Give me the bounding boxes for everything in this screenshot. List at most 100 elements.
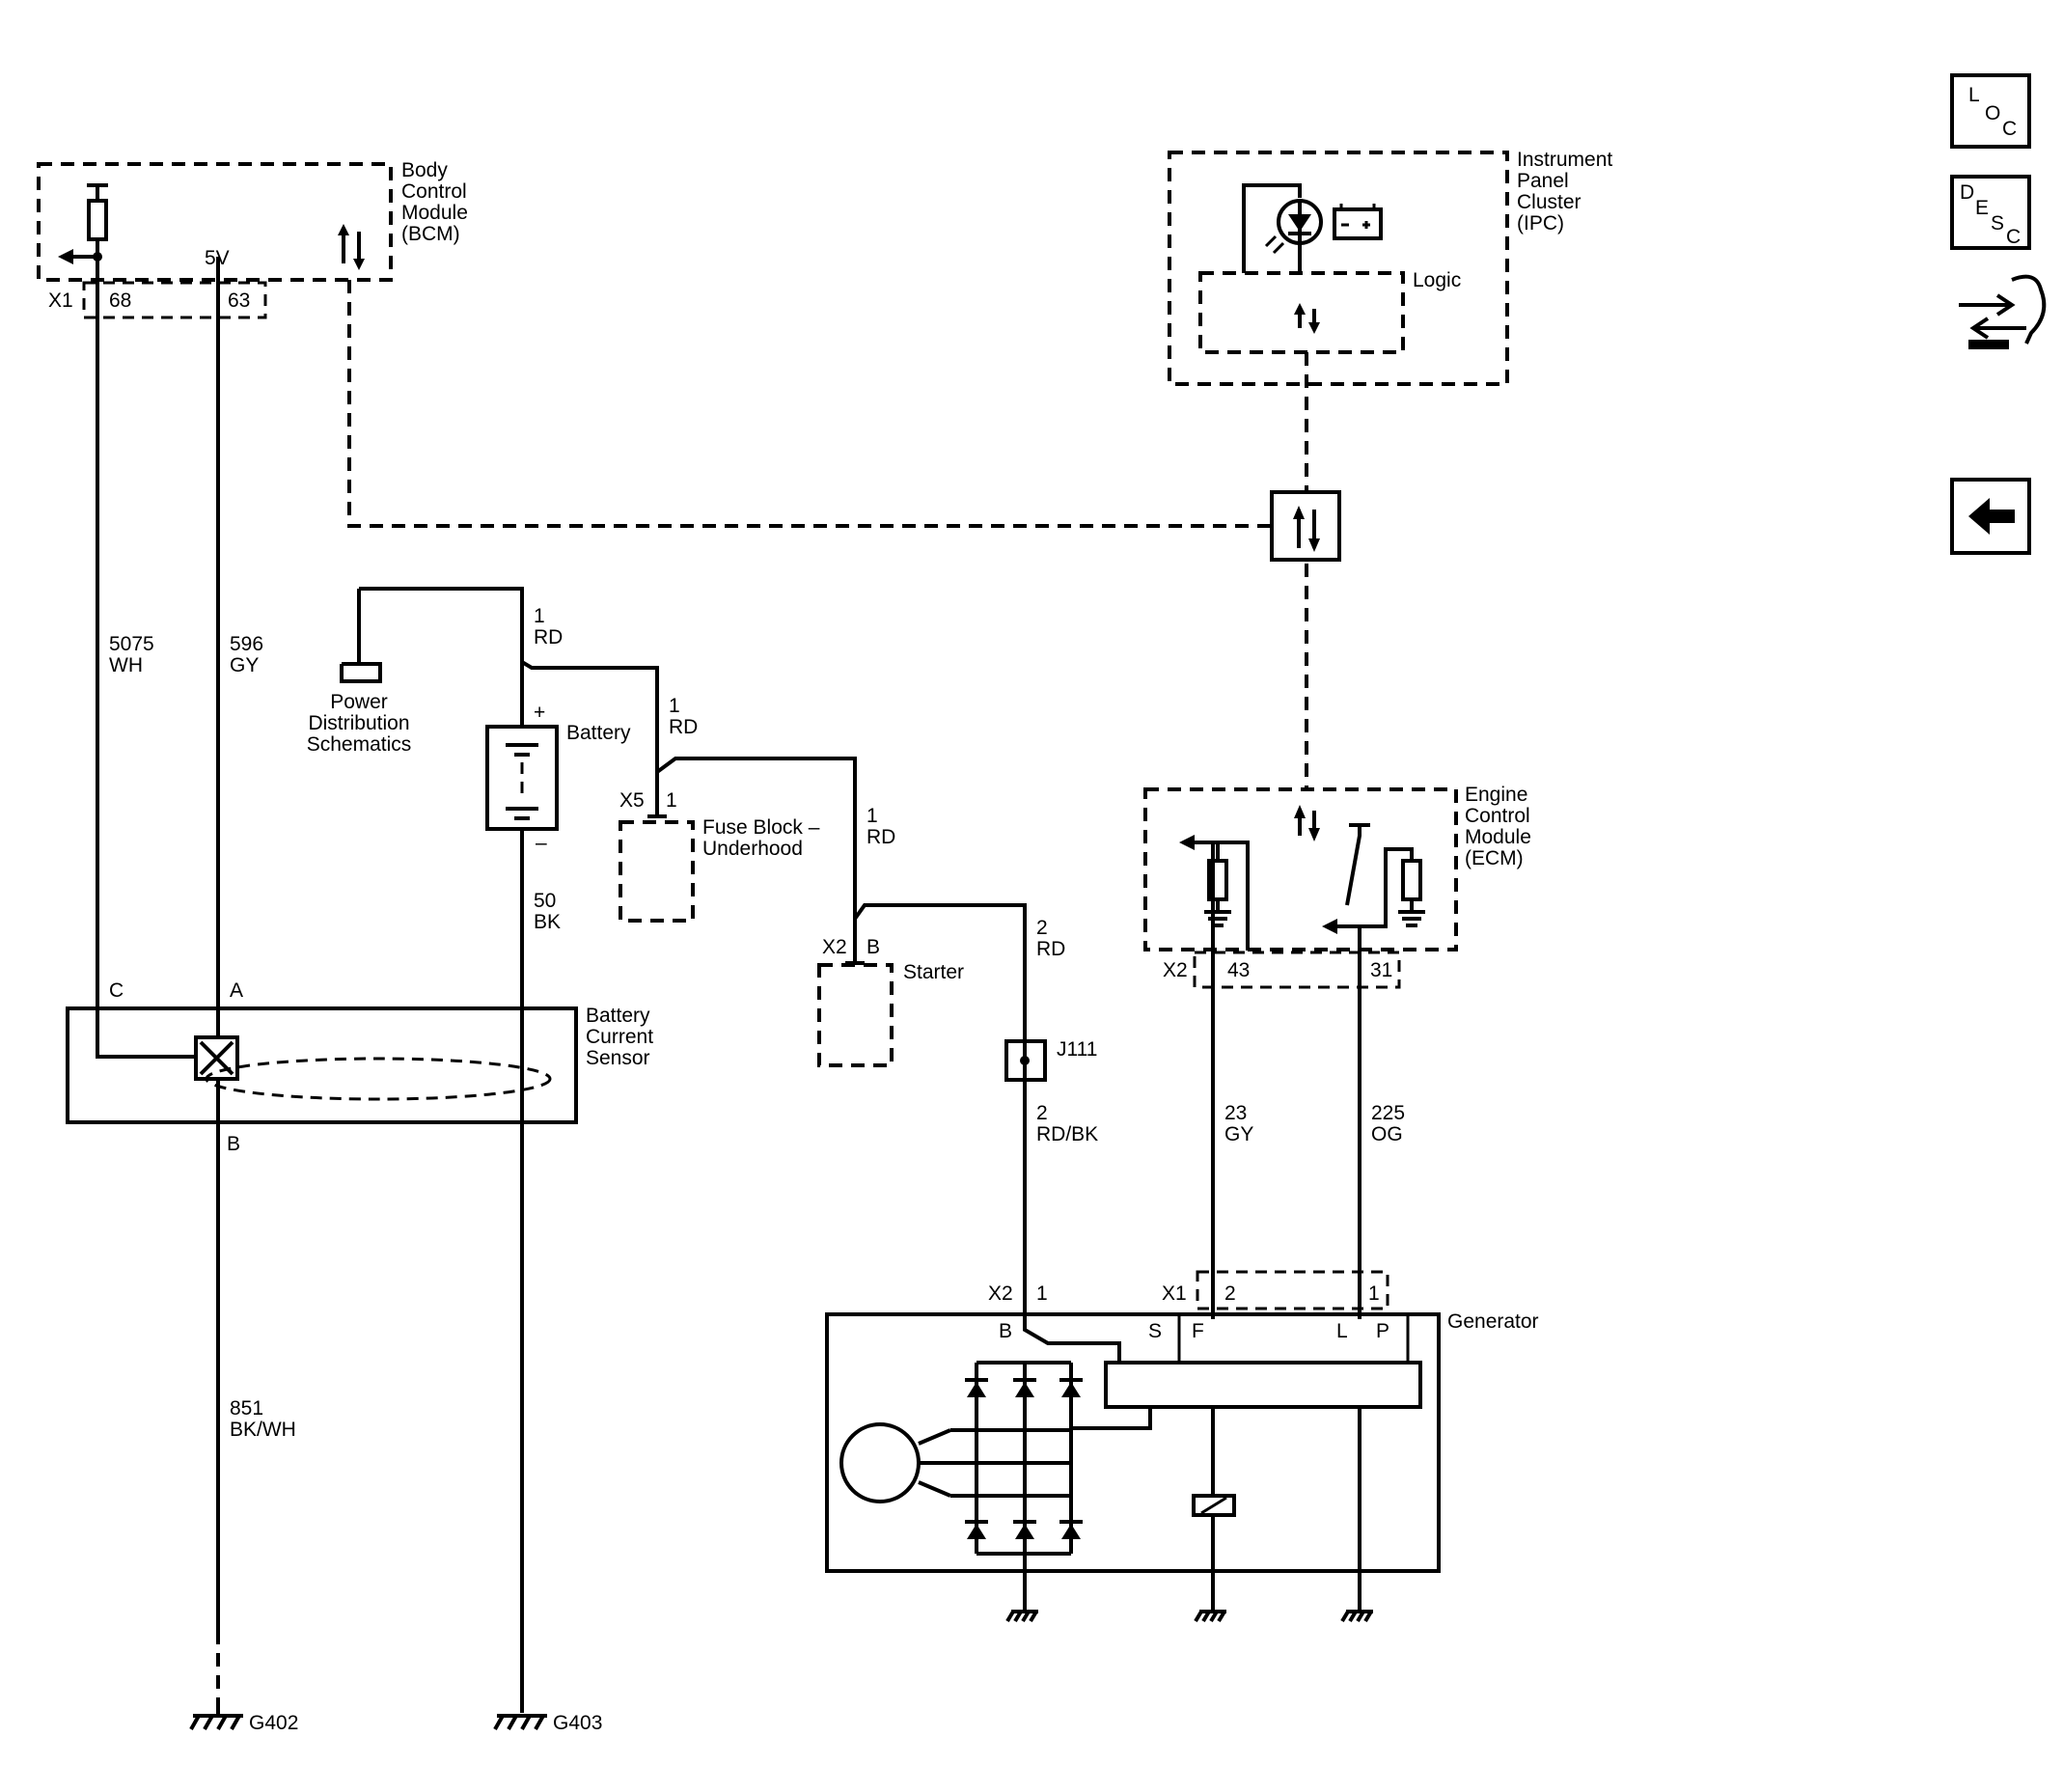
ipc-label-4: (IPC) bbox=[1517, 212, 1564, 234]
ground-g403-label: G403 bbox=[553, 1712, 602, 1734]
sensor-pin-b: B bbox=[227, 1133, 240, 1155]
bcm-output-arrow-icon bbox=[58, 249, 73, 264]
wire-2rd-number: 2 bbox=[1036, 917, 1048, 939]
power-dist-label-2: Distribution bbox=[308, 712, 409, 734]
bcm-resistor-icon bbox=[87, 199, 108, 241]
stator-icon bbox=[839, 1422, 921, 1503]
desc-letter-d: D bbox=[1960, 181, 1974, 204]
desc-button[interactable]: D E S C bbox=[1950, 175, 2031, 250]
connector-handshake-icon[interactable] bbox=[1959, 274, 2047, 349]
ipc-label-1: Instrument bbox=[1517, 149, 1612, 171]
wire-50-number: 50 bbox=[534, 890, 556, 912]
ground-g402: G402 bbox=[189, 1708, 298, 1734]
splice-j111-label: J111 bbox=[1057, 1038, 1097, 1061]
instrument-panel-cluster: Instrument Panel Cluster (IPC) Logic bbox=[1168, 149, 1612, 386]
wire-5075-number: 5075 bbox=[109, 633, 154, 655]
ground-g402-icon bbox=[189, 1714, 243, 1730]
wire-225-number: 225 bbox=[1371, 1102, 1405, 1124]
ipc-label-2: Panel bbox=[1517, 170, 1569, 192]
battery-plus-label: + bbox=[534, 702, 545, 724]
battery-minus-label: – bbox=[536, 832, 547, 854]
wire-1rd-a-color: RD bbox=[534, 626, 563, 648]
generator: Generator X2 1 X1 2 1 B S F L P bbox=[825, 1270, 1539, 1623]
ground-g403: G403 bbox=[493, 1712, 602, 1734]
ground-g402-label: G402 bbox=[249, 1712, 298, 1734]
battery-current-sensor: Battery Current Sensor C A B bbox=[66, 979, 653, 1155]
wire-2rd-color: RD bbox=[1036, 938, 1065, 960]
bcm-pin-63: 63 bbox=[228, 289, 250, 312]
sensor-pin-c: C bbox=[109, 979, 124, 1002]
ecm-label-2: Control bbox=[1465, 805, 1530, 827]
ecm-label-3: Module bbox=[1465, 826, 1531, 848]
engine-control-module: Engine Control Module (ECM) X bbox=[1143, 784, 1531, 989]
fuse-block-connector-x5: X5 bbox=[619, 789, 645, 812]
wire-1rd-a-number: 1 bbox=[534, 605, 545, 627]
gen-terminal-f: F bbox=[1192, 1320, 1204, 1342]
bcm-label-2: Control bbox=[401, 180, 467, 203]
rectifier-bridge bbox=[975, 1363, 1073, 1612]
voltage-regulator bbox=[1104, 1361, 1422, 1409]
desc-letter-e: E bbox=[1975, 197, 1989, 219]
wire-5075-color: WH bbox=[109, 654, 143, 676]
wire-1rd-c-color: RD bbox=[866, 826, 895, 848]
wire-1rd-battery-fuse bbox=[520, 658, 659, 795]
ecm-label-4: (ECM) bbox=[1465, 847, 1524, 869]
field-winding-icon bbox=[1192, 1494, 1236, 1517]
ecm-pin-43: 43 bbox=[1227, 959, 1250, 981]
loc-letter-l: L bbox=[1968, 84, 1980, 106]
wire-2rd bbox=[853, 903, 1027, 1319]
back-arrow-button[interactable] bbox=[1950, 478, 2031, 555]
wire-596-number: 596 bbox=[230, 633, 263, 655]
bcm-connector-x1: X1 bbox=[48, 289, 73, 312]
wire-851-number: 851 bbox=[230, 1397, 263, 1420]
serial-data-gateway bbox=[1270, 490, 1341, 562]
wire-1rd-c-number: 1 bbox=[866, 805, 878, 827]
gen-pin-1: 1 bbox=[1036, 1282, 1048, 1305]
sensor-label-2: Current bbox=[586, 1026, 653, 1048]
bcm-label-4: (BCM) bbox=[401, 223, 460, 245]
gen-ground-3-icon bbox=[1340, 1610, 1373, 1623]
fuse-block-underhood: X5 1 Fuse Block – Underhood bbox=[619, 757, 857, 923]
ipc-label-3: Cluster bbox=[1517, 191, 1582, 213]
power-dist-label-3: Schematics bbox=[307, 733, 412, 756]
wire-2rdbk-number: 2 bbox=[1036, 1102, 1048, 1124]
bcm-label-3: Module bbox=[401, 202, 468, 224]
wire-1rd-b-color: RD bbox=[669, 716, 698, 738]
gen-connector-x1: X1 bbox=[1162, 1282, 1187, 1305]
ecm-label-1: Engine bbox=[1465, 784, 1527, 806]
wire-23-number: 23 bbox=[1224, 1102, 1247, 1124]
splice-j111: J111 bbox=[1004, 1038, 1097, 1082]
wire-596-color: GY bbox=[230, 654, 259, 676]
gen-terminal-s: S bbox=[1148, 1320, 1162, 1342]
sensor-label-1: Battery bbox=[586, 1005, 650, 1027]
body-control-module: Body Control Module (BCM) 5V X1 68 63 bbox=[37, 159, 468, 343]
gen-ground-1-icon bbox=[1005, 1610, 1038, 1623]
gen-pin-1b: 1 bbox=[1368, 1282, 1380, 1305]
wire-23-color: GY bbox=[1224, 1123, 1253, 1145]
ecm-input-arrow-icon bbox=[1179, 835, 1195, 850]
fuse-block-label-1: Fuse Block – bbox=[702, 816, 820, 839]
battery: + – Battery bbox=[485, 702, 631, 854]
fuse-block-pin-1: 1 bbox=[666, 789, 677, 812]
wire-50-color: BK bbox=[534, 911, 561, 933]
wire-5075 bbox=[96, 317, 196, 1059]
loc-button[interactable]: L O C bbox=[1950, 73, 2031, 149]
wire-851-color: BK/WH bbox=[230, 1419, 296, 1441]
ecm-switch-icon bbox=[1345, 825, 1362, 906]
ecm-pin-31: 31 bbox=[1370, 959, 1392, 981]
loc-letter-c: C bbox=[2002, 118, 2017, 140]
gen-pin-2: 2 bbox=[1224, 1282, 1236, 1305]
sensor-label-3: Sensor bbox=[586, 1047, 650, 1069]
starter-label: Starter bbox=[903, 961, 964, 983]
serial-data-line bbox=[347, 280, 1272, 528]
starter-pin-b: B bbox=[866, 936, 880, 958]
back-arrow-icon bbox=[1968, 498, 2015, 535]
gen-terminal-l: L bbox=[1336, 1320, 1348, 1342]
generator-label: Generator bbox=[1447, 1310, 1539, 1333]
loc-letter-o: O bbox=[1985, 102, 2000, 124]
battery-icon bbox=[1333, 204, 1383, 240]
wire-2rdbk-color: RD/BK bbox=[1036, 1123, 1098, 1145]
ecm-resistor-l-icon bbox=[1401, 859, 1422, 901]
starter: X2 B Starter bbox=[817, 919, 964, 1067]
